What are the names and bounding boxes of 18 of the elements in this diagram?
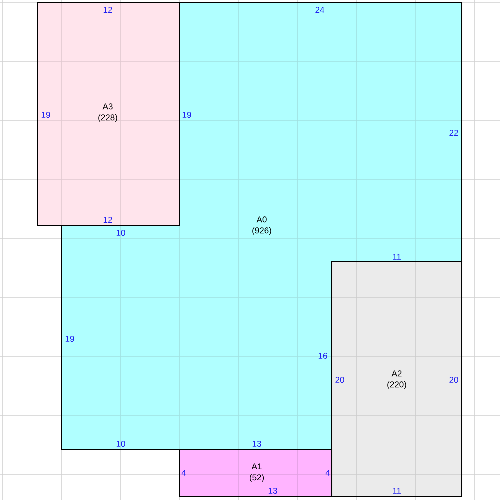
- dimension-label: 19: [66, 336, 74, 342]
- dimension-label: 10: [116, 230, 126, 236]
- dimension-label: 20: [450, 377, 458, 383]
- dimension-label: 12: [104, 217, 112, 223]
- dimension-label: 19: [182, 112, 192, 118]
- dimension-label: 11: [393, 254, 401, 260]
- dimension-label: 19: [42, 112, 50, 118]
- dimension-label: 12: [104, 7, 112, 13]
- dimension-label: 16: [318, 353, 328, 359]
- dimension-label: 13: [268, 488, 278, 494]
- dimension-label: 13: [252, 441, 262, 447]
- dimension-label: 20: [336, 377, 344, 383]
- dimension-label: 11: [393, 488, 401, 494]
- dimension-label: 4: [326, 470, 330, 476]
- dimension-label: 10: [116, 441, 126, 447]
- dimension-label: 22: [450, 130, 458, 136]
- dimension-label: 4: [182, 470, 186, 476]
- dimension-label: 24: [316, 7, 324, 13]
